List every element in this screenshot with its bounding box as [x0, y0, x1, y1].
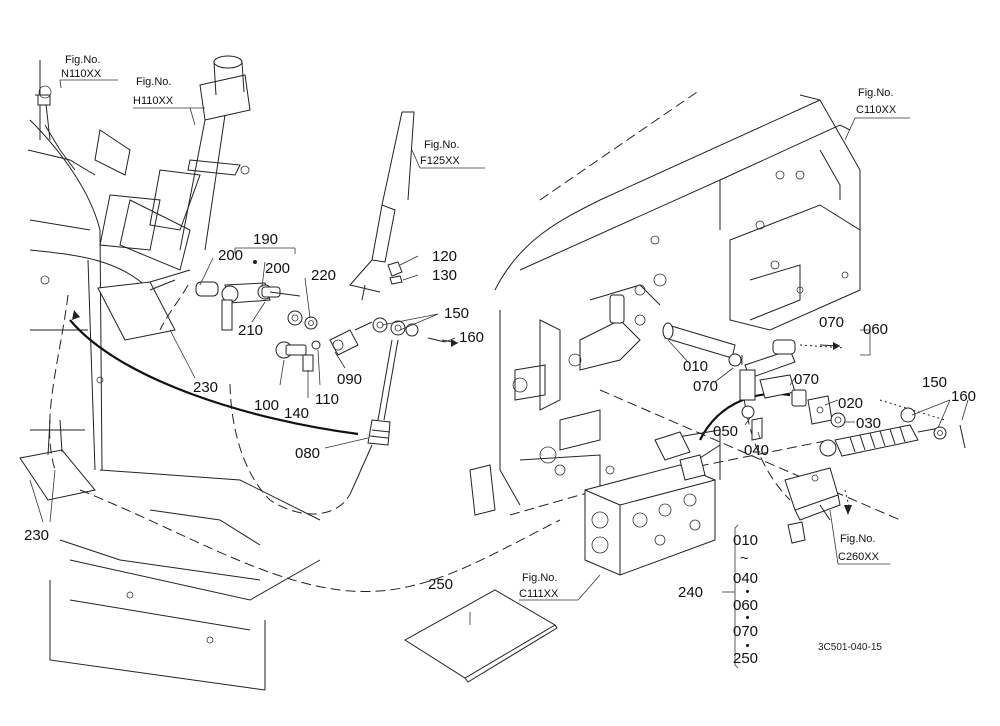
bracket-c260: [784, 467, 841, 544]
callout-220[interactable]: 220: [311, 267, 336, 284]
callout-110[interactable]: 110: [315, 391, 339, 408]
shift-lever: [349, 111, 415, 301]
fig-ref-c111[interactable]: Fig.No. C111XX: [519, 572, 559, 600]
svg-text:C260XX: C260XX: [838, 551, 880, 563]
linkage-parts-left: [195, 261, 446, 372]
callout-070-b[interactable]: 070: [693, 378, 718, 395]
svg-text:N110XX: N110XX: [61, 68, 102, 80]
kit-item: 040: [733, 570, 758, 587]
drawing-code: 3C501-040-15: [818, 642, 882, 653]
kit-item: 070: [733, 623, 758, 640]
kit-item: ・: [740, 610, 755, 627]
steering-column: [119, 55, 251, 271]
fig-ref-n110[interactable]: Fig.No. N110XX: [61, 54, 102, 80]
callout-040[interactable]: 040: [744, 442, 769, 459]
callout-150-a[interactable]: 150: [444, 305, 469, 322]
callout-120[interactable]: 120: [432, 248, 457, 265]
callout-250[interactable]: 250: [428, 576, 453, 593]
kit-item: 250: [733, 650, 758, 667]
wire-route-upper: [69, 319, 359, 436]
control-cable-080: [229, 339, 399, 515]
svg-text:Fig.No.: Fig.No.: [424, 139, 459, 151]
callout-200-a[interactable]: 200: [218, 247, 243, 264]
linkage-parts-right: [662, 322, 846, 441]
svg-text:C110XX: C110XX: [856, 104, 897, 116]
arrows: [72, 260, 852, 515]
callout-080[interactable]: 080: [295, 445, 320, 462]
svg-text:Fig.No.: Fig.No.: [840, 533, 875, 545]
svg-text:C111XX: C111XX: [519, 588, 559, 600]
fig-ref-c110[interactable]: Fig.No. C110XX: [856, 87, 897, 116]
kit-item: 010: [733, 532, 758, 549]
callout-030[interactable]: 030: [856, 415, 881, 432]
svg-text:H110XX: H110XX: [133, 95, 174, 107]
brake-pedal-lower: [19, 419, 96, 501]
callout-190[interactable]: 190: [253, 231, 278, 248]
callout-130[interactable]: 130: [432, 267, 457, 284]
kit-item: ~: [740, 550, 749, 567]
kit-item: 060: [733, 597, 758, 614]
callout-090[interactable]: 090: [337, 371, 362, 388]
callout-230-a[interactable]: 230: [193, 379, 218, 396]
kit-item: ・: [740, 638, 755, 655]
hydraulic-valve-block: [584, 431, 721, 576]
callout-070-a[interactable]: 070: [819, 314, 844, 331]
instruction-manual-250: [404, 589, 558, 683]
callout-210[interactable]: 210: [238, 322, 263, 339]
fig-ref-c260[interactable]: Fig.No. C260XX: [838, 533, 880, 563]
svg-text:Fig.No.: Fig.No.: [522, 572, 557, 584]
brake-pedal-upper: [97, 269, 191, 341]
part-callouts: 190 200 200 220 120 130 150 160 210 090 …: [24, 231, 976, 601]
left-chassis-frame: [27, 60, 321, 691]
callout-010[interactable]: 010: [683, 358, 708, 375]
callout-200-b[interactable]: 200: [265, 260, 290, 277]
fig-ref-h110[interactable]: Fig.No. H110XX: [133, 76, 174, 107]
callout-240[interactable]: 240: [678, 584, 703, 601]
svg-text:Fig.No.: Fig.No.: [136, 76, 171, 88]
callout-230-b[interactable]: 230: [24, 527, 49, 544]
svg-text:Fig.No.: Fig.No.: [858, 87, 893, 99]
svg-text:F125XX: F125XX: [420, 155, 460, 167]
callout-070-c[interactable]: 070: [794, 371, 819, 388]
kit-contents-list: 010 ~ 040 ・ 060 ・ 070 ・ 250: [733, 532, 758, 667]
svg-text:Fig.No.: Fig.No.: [65, 54, 100, 66]
callout-160-a[interactable]: 160: [459, 329, 484, 346]
fig-ref-f125[interactable]: Fig.No. F125XX: [420, 139, 460, 167]
leader-lines: [29, 79, 969, 669]
callout-100[interactable]: 100: [254, 397, 279, 414]
callout-150-b[interactable]: 150: [922, 374, 947, 391]
control-cable-right: [819, 407, 966, 457]
callout-060[interactable]: 060: [863, 321, 888, 338]
kit-item: ・: [740, 584, 755, 601]
callout-050[interactable]: 050: [713, 423, 738, 440]
transmission-housing: [469, 94, 861, 516]
callout-140[interactable]: 140: [284, 405, 309, 422]
callout-160-b[interactable]: 160: [951, 388, 976, 405]
callout-020[interactable]: 020: [838, 395, 863, 412]
